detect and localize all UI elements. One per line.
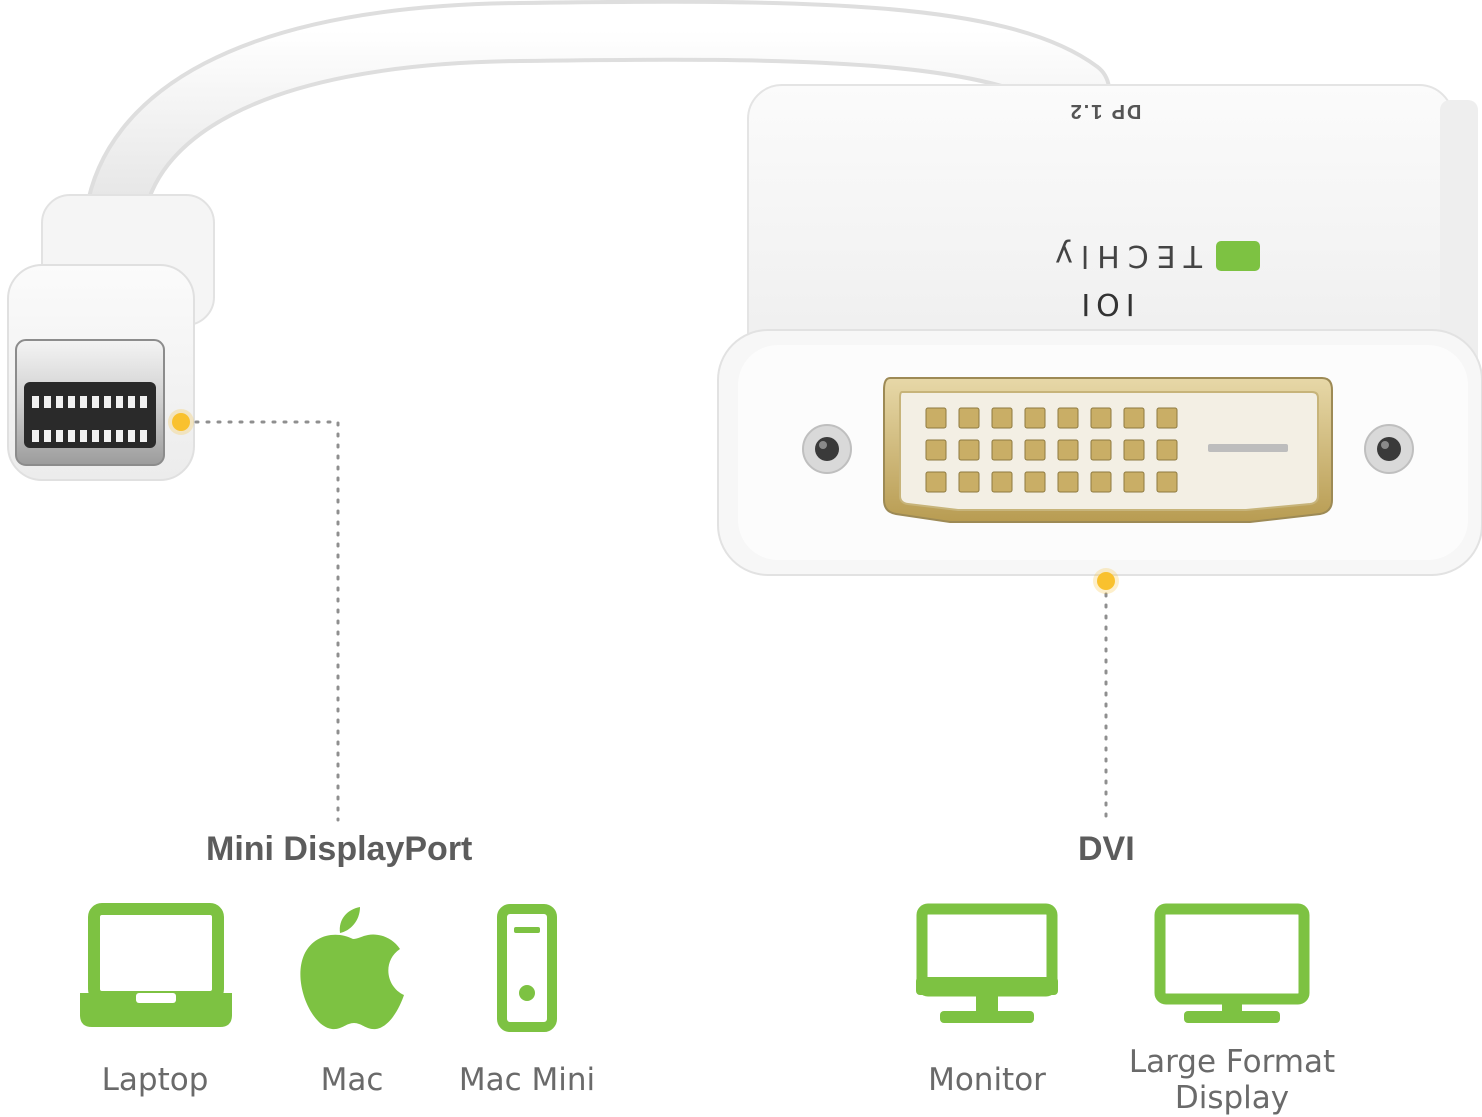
dvi-pin [991, 471, 1013, 493]
dvi-adapter-body [717, 84, 1482, 576]
dvi-pin [958, 439, 980, 461]
device-mac [298, 903, 408, 1033]
mini-displayport-plug [7, 194, 215, 481]
mini-dp-pins [32, 396, 147, 442]
mini-dp-pin [140, 430, 147, 442]
mini-dp-pin [140, 396, 147, 408]
mini-dp-pin [92, 430, 99, 442]
dvi-callout-dot [1097, 572, 1115, 590]
large-display-label-line1: Large Format [1128, 1044, 1336, 1080]
monitor-icon [916, 903, 1058, 1023]
mini-dp-pin [116, 430, 123, 442]
mini-dp-pin [104, 396, 111, 408]
device-large-display [1154, 903, 1310, 1029]
mini-dp-callout-dot [172, 413, 190, 431]
dvi-pin [1123, 407, 1145, 429]
dvi-title: DVI [1078, 830, 1135, 868]
dvi-pin [1090, 407, 1112, 429]
cable [84, 0, 1111, 246]
mini-dp-pin [56, 430, 63, 442]
dvi-pin [925, 407, 947, 429]
large-display-label: Large Format Display [1120, 1044, 1344, 1116]
dvi-pin [1024, 439, 1046, 461]
dvi-pin [1156, 471, 1178, 493]
mini-dp-pin [80, 396, 87, 408]
mini-dp-pin [32, 396, 39, 408]
mini-dp-pin [44, 396, 51, 408]
device-monitor [916, 903, 1058, 1029]
mac-label: Mac [320, 1062, 384, 1098]
dvi-pin [1123, 471, 1145, 493]
dvi-pin [925, 471, 947, 493]
dvi-pin [1123, 439, 1145, 461]
mini-dp-pin [116, 396, 123, 408]
dp-version-text: DP 1.2 [1068, 100, 1142, 122]
monitor-label: Monitor [928, 1062, 1046, 1098]
dvi-pin [958, 471, 980, 493]
dvi-pin [925, 439, 947, 461]
dvi-pin-grid [925, 407, 1178, 493]
dp-version-marking: DP 1.2 [1050, 96, 1160, 122]
dvi-pin [958, 407, 980, 429]
dvi-pin [1057, 471, 1079, 493]
dvi-pin [1057, 439, 1079, 461]
dvi-pin [991, 439, 1013, 461]
mini-dp-pin [128, 396, 135, 408]
large-display-label-line2: Display [1174, 1080, 1290, 1116]
mini-dp-pin [56, 396, 63, 408]
mini-dp-pin [104, 430, 111, 442]
mini-dp-pin [92, 396, 99, 408]
mini-dp-pin [68, 396, 75, 408]
large-display-icon [1154, 903, 1310, 1023]
mini-dp-pin [32, 430, 39, 442]
dvi-pin [1090, 471, 1112, 493]
dvi-pin [1156, 439, 1178, 461]
device-mac-mini [496, 903, 558, 1033]
dvi-pin [1156, 407, 1178, 429]
dvi-pin [1024, 407, 1046, 429]
mac-mini-icon [497, 904, 557, 1032]
dvi-marking-text: IOI [1075, 286, 1135, 321]
device-laptop [78, 903, 234, 1033]
dvi-pin [1090, 439, 1112, 461]
brand-logo: TECHly [950, 236, 1260, 276]
dvi-pin [1057, 407, 1079, 429]
mini-dp-pin [44, 430, 51, 442]
dvi-pin [991, 407, 1013, 429]
callout-lines [194, 420, 1108, 822]
brand-name: TECHly [1047, 238, 1202, 274]
laptop-icon [80, 903, 232, 1027]
laptop-label: Laptop [101, 1062, 209, 1098]
dvi-pin [1024, 471, 1046, 493]
brand-badge-icon [1216, 241, 1260, 271]
mini-dp-pin [128, 430, 135, 442]
mini-displayport-title: Mini DisplayPort [206, 830, 473, 868]
mini-dp-pin [80, 430, 87, 442]
mac-mini-label: Mac Mini [458, 1062, 596, 1098]
apple-icon [300, 907, 404, 1030]
mini-dp-pin [68, 430, 75, 442]
dvi-marking: IOI [1060, 286, 1150, 321]
